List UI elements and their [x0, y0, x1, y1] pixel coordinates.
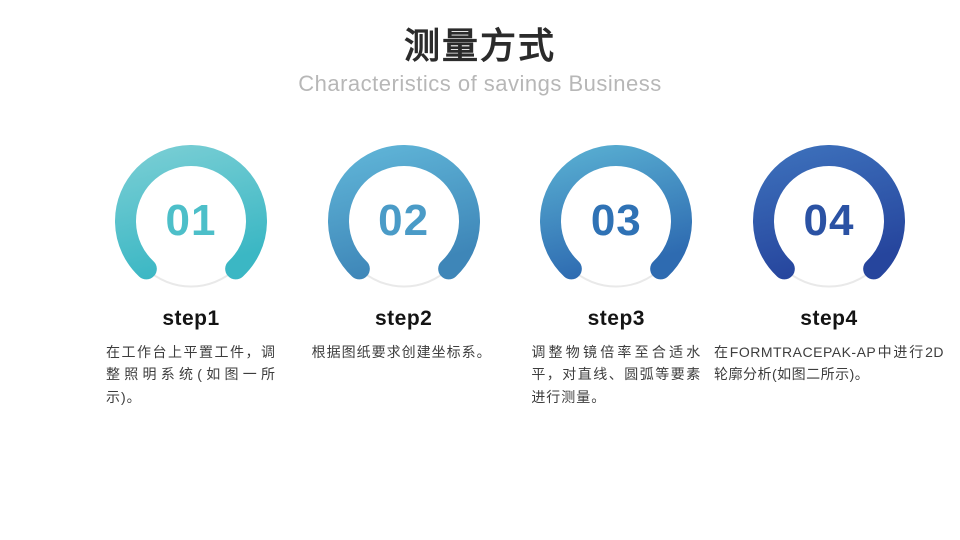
progress-arc-icon: [327, 145, 480, 288]
slide-subtitle: Characteristics of savings Business: [298, 71, 662, 97]
step-ring: 04: [752, 145, 905, 297]
step-column-1: 01 step1 在工作台上平置工件，调整照明系统(如图一所示)。: [85, 145, 297, 408]
step-description: 在工作台上平置工件，调整照明系统(如图一所示)。: [106, 344, 276, 405]
progress-arc-icon: [752, 145, 905, 288]
step-column-3: 03 step3 调整物镜倍率至合适水平，对直线、圆弧等要素进行测量。: [510, 145, 722, 408]
slide-header: 测量方式 Characteristics of savings Business: [0, 0, 960, 97]
step-column-4: 04 step4 在FORMTRACEPAK-AP中进行2D轮廓分析(如图二所示…: [714, 145, 943, 408]
progress-arc-icon: [540, 145, 693, 288]
step-description: 根据图纸要求创建坐标系。: [311, 344, 492, 360]
step-description: 在FORMTRACEPAK-AP中进行2D轮廓分析(如图二所示)。: [713, 344, 944, 383]
step-number: 02: [378, 196, 430, 245]
step-label: step3: [587, 307, 645, 330]
step-number: 01: [165, 196, 217, 245]
step-ring: 01: [115, 145, 267, 297]
step-ring: 03: [540, 145, 693, 297]
progress-arc-icon: [115, 145, 267, 288]
step-label: step4: [800, 307, 858, 330]
step-ring: 02: [327, 145, 480, 297]
step-column-2: 02 step2 根据图纸要求创建坐标系。: [298, 145, 510, 408]
step-number: 04: [803, 196, 855, 245]
step-label: step2: [374, 307, 433, 330]
slide-title: 测量方式: [403, 25, 556, 66]
step-description: 调整物镜倍率至合适水平，对直线、圆弧等要素进行测量。: [531, 344, 702, 405]
step-label: step1: [162, 307, 220, 330]
step-number: 03: [590, 196, 642, 245]
steps-row: 01 step1 在工作台上平置工件，调整照明系统(如图一所示)。 02 ste…: [85, 145, 943, 408]
